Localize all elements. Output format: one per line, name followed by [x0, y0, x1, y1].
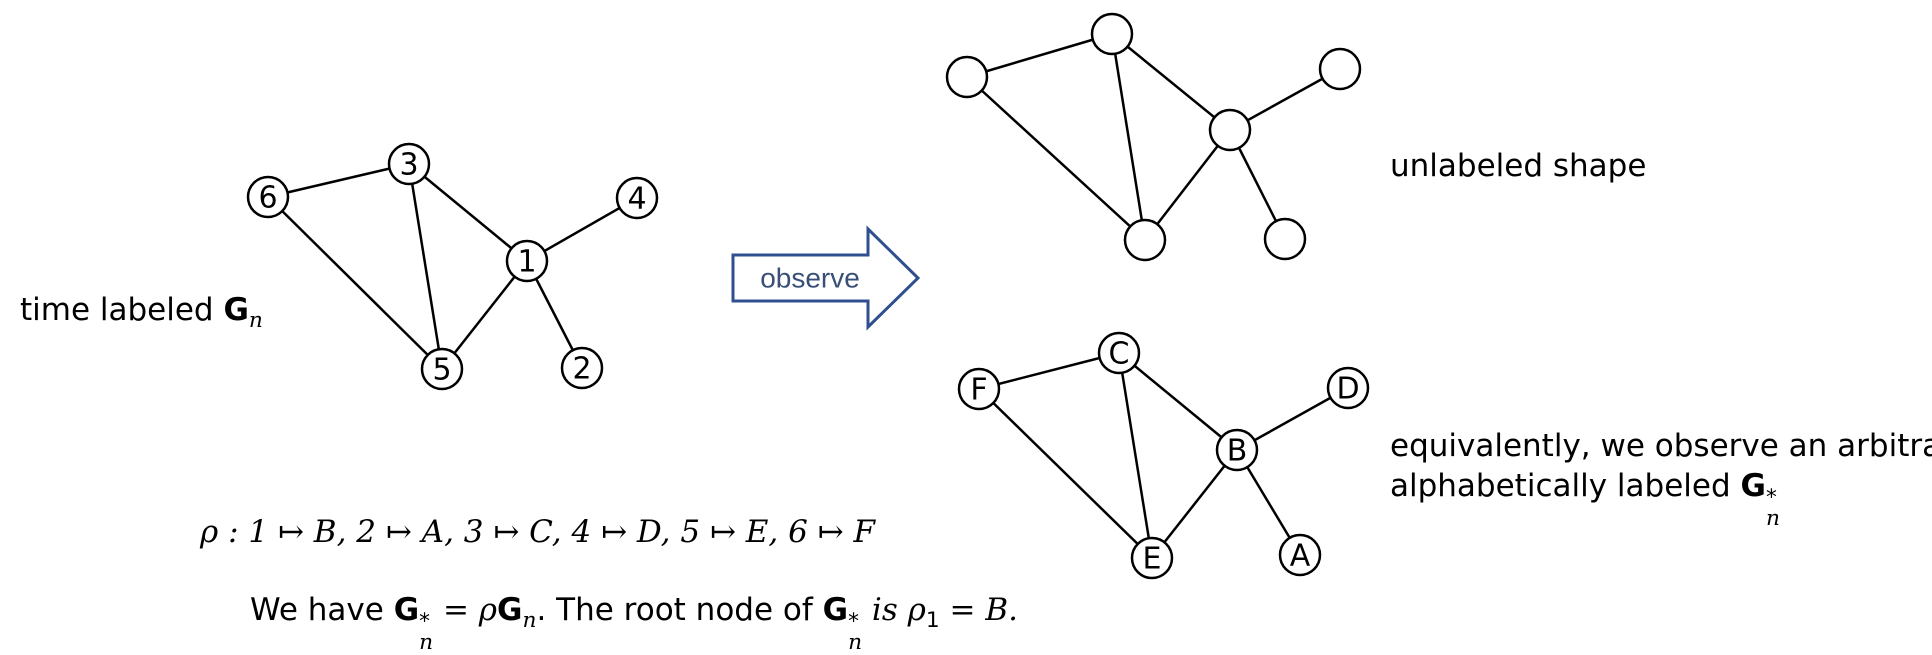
- node-D: D: [1326, 366, 1370, 410]
- edge-6-3: [267, 162, 410, 199]
- edge-u-c-b: [1111, 33, 1231, 131]
- node-unlabeled: [1208, 108, 1252, 152]
- caption-subscript: n: [248, 308, 263, 334]
- root-statement: We have G*n = ρGn. The root node of G*n …: [250, 590, 1018, 654]
- statement-text: is ρ: [862, 592, 926, 628]
- alphabetic-caption-line2: alphabetically labeled G*n: [1390, 466, 1780, 530]
- node-label: 5: [432, 353, 451, 388]
- node-label: 3: [399, 148, 418, 183]
- node-label: C: [1109, 337, 1130, 372]
- node-label: 4: [627, 182, 646, 217]
- node-unlabeled: [945, 55, 989, 99]
- statement-subscript: n: [419, 630, 434, 655]
- node-2: 2: [560, 346, 604, 390]
- node-F: F: [957, 367, 1001, 411]
- edge-c-b: [1118, 352, 1238, 451]
- node-label: F: [970, 373, 987, 408]
- statement-text: . The root node of: [536, 592, 823, 628]
- node-label: D: [1336, 372, 1359, 407]
- caption-text: alphabetically labeled: [1390, 468, 1741, 504]
- node-unlabeled: [1318, 47, 1362, 91]
- node-unlabeled: [1090, 12, 1134, 56]
- graph-alphabetic-nodes: F C D B E A: [957, 331, 1370, 580]
- statement-text: = B.: [939, 592, 1018, 628]
- node-C: C: [1097, 331, 1141, 375]
- statement-subscript: n: [522, 608, 537, 634]
- edge-b-e: [1151, 449, 1238, 559]
- statement-superscript: *: [848, 608, 859, 634]
- sup-sub-stack: *n: [848, 608, 863, 655]
- caption-text: time labeled: [20, 292, 224, 328]
- node-4: 4: [615, 176, 659, 220]
- statement-text: = ρ: [433, 592, 498, 628]
- node-A: A: [1278, 533, 1322, 577]
- node-label: E: [1143, 542, 1162, 577]
- graph-alphabetic: [978, 351, 1349, 559]
- sup-sub-stack: *n: [1765, 484, 1780, 532]
- edge-3-1: [408, 163, 528, 262]
- node-label: 1: [517, 245, 536, 280]
- alphabetic-caption-line1: equivalently, we observe an arbitrarily: [1390, 428, 1932, 464]
- graph-unlabeled: [945, 12, 1362, 262]
- edge-u-c-e: [1110, 33, 1147, 241]
- node-label: B: [1227, 434, 1248, 469]
- sup-sub-stack: *n: [419, 608, 434, 655]
- statement-G: G: [822, 592, 849, 628]
- node-unlabeled: [1263, 217, 1307, 261]
- statement-G: G: [393, 592, 420, 628]
- edge-1-5: [441, 260, 528, 370]
- statement-superscript: *: [419, 608, 430, 634]
- caption-superscript: *: [1765, 484, 1777, 510]
- node-5: 5: [420, 347, 464, 391]
- arrow-shape: [731, 225, 921, 331]
- caption-G: G: [1740, 468, 1766, 504]
- edge-6-5: [267, 196, 443, 370]
- caption-G: G: [223, 292, 249, 328]
- statement-subscript: n: [848, 630, 863, 655]
- node-unlabeled: [1123, 218, 1167, 262]
- statement-subscript: 1: [925, 608, 940, 634]
- observe-arrow: observe: [731, 225, 921, 331]
- edge-3-5: [407, 163, 444, 370]
- edge-f-e: [978, 388, 1153, 559]
- graph-time-labeled-nodes: 6 3 4 1 5 2: [246, 142, 659, 391]
- node-6: 6: [246, 175, 290, 219]
- mapping-formula: ρ : 1 ↦ B, 2 ↦ A, 3 ↦ C, 4 ↦ D, 5 ↦ E, 6…: [200, 514, 876, 550]
- node-label: A: [1290, 539, 1311, 574]
- statement-text: We have: [250, 592, 394, 628]
- statement-G: G: [497, 592, 523, 628]
- graph-time-labeled: [267, 162, 638, 370]
- unlabeled-shape-caption: unlabeled shape: [1390, 148, 1647, 184]
- node-B: B: [1215, 428, 1259, 472]
- node-3: 3: [387, 142, 431, 186]
- node-label: 6: [258, 181, 277, 216]
- node-label: 2: [572, 352, 591, 387]
- arrow-label: observe: [760, 263, 860, 294]
- edge-u-f-e: [966, 76, 1146, 241]
- edge-u-f-c: [966, 32, 1113, 79]
- edge-f-c: [978, 351, 1120, 391]
- edge-u-b-e: [1144, 129, 1231, 241]
- node-1: 1: [505, 239, 549, 283]
- edge-c-e: [1117, 352, 1154, 559]
- node-E: E: [1130, 536, 1174, 580]
- caption-subscript: n: [1765, 506, 1780, 532]
- time-labeled-caption: time labeled Gn: [20, 290, 263, 334]
